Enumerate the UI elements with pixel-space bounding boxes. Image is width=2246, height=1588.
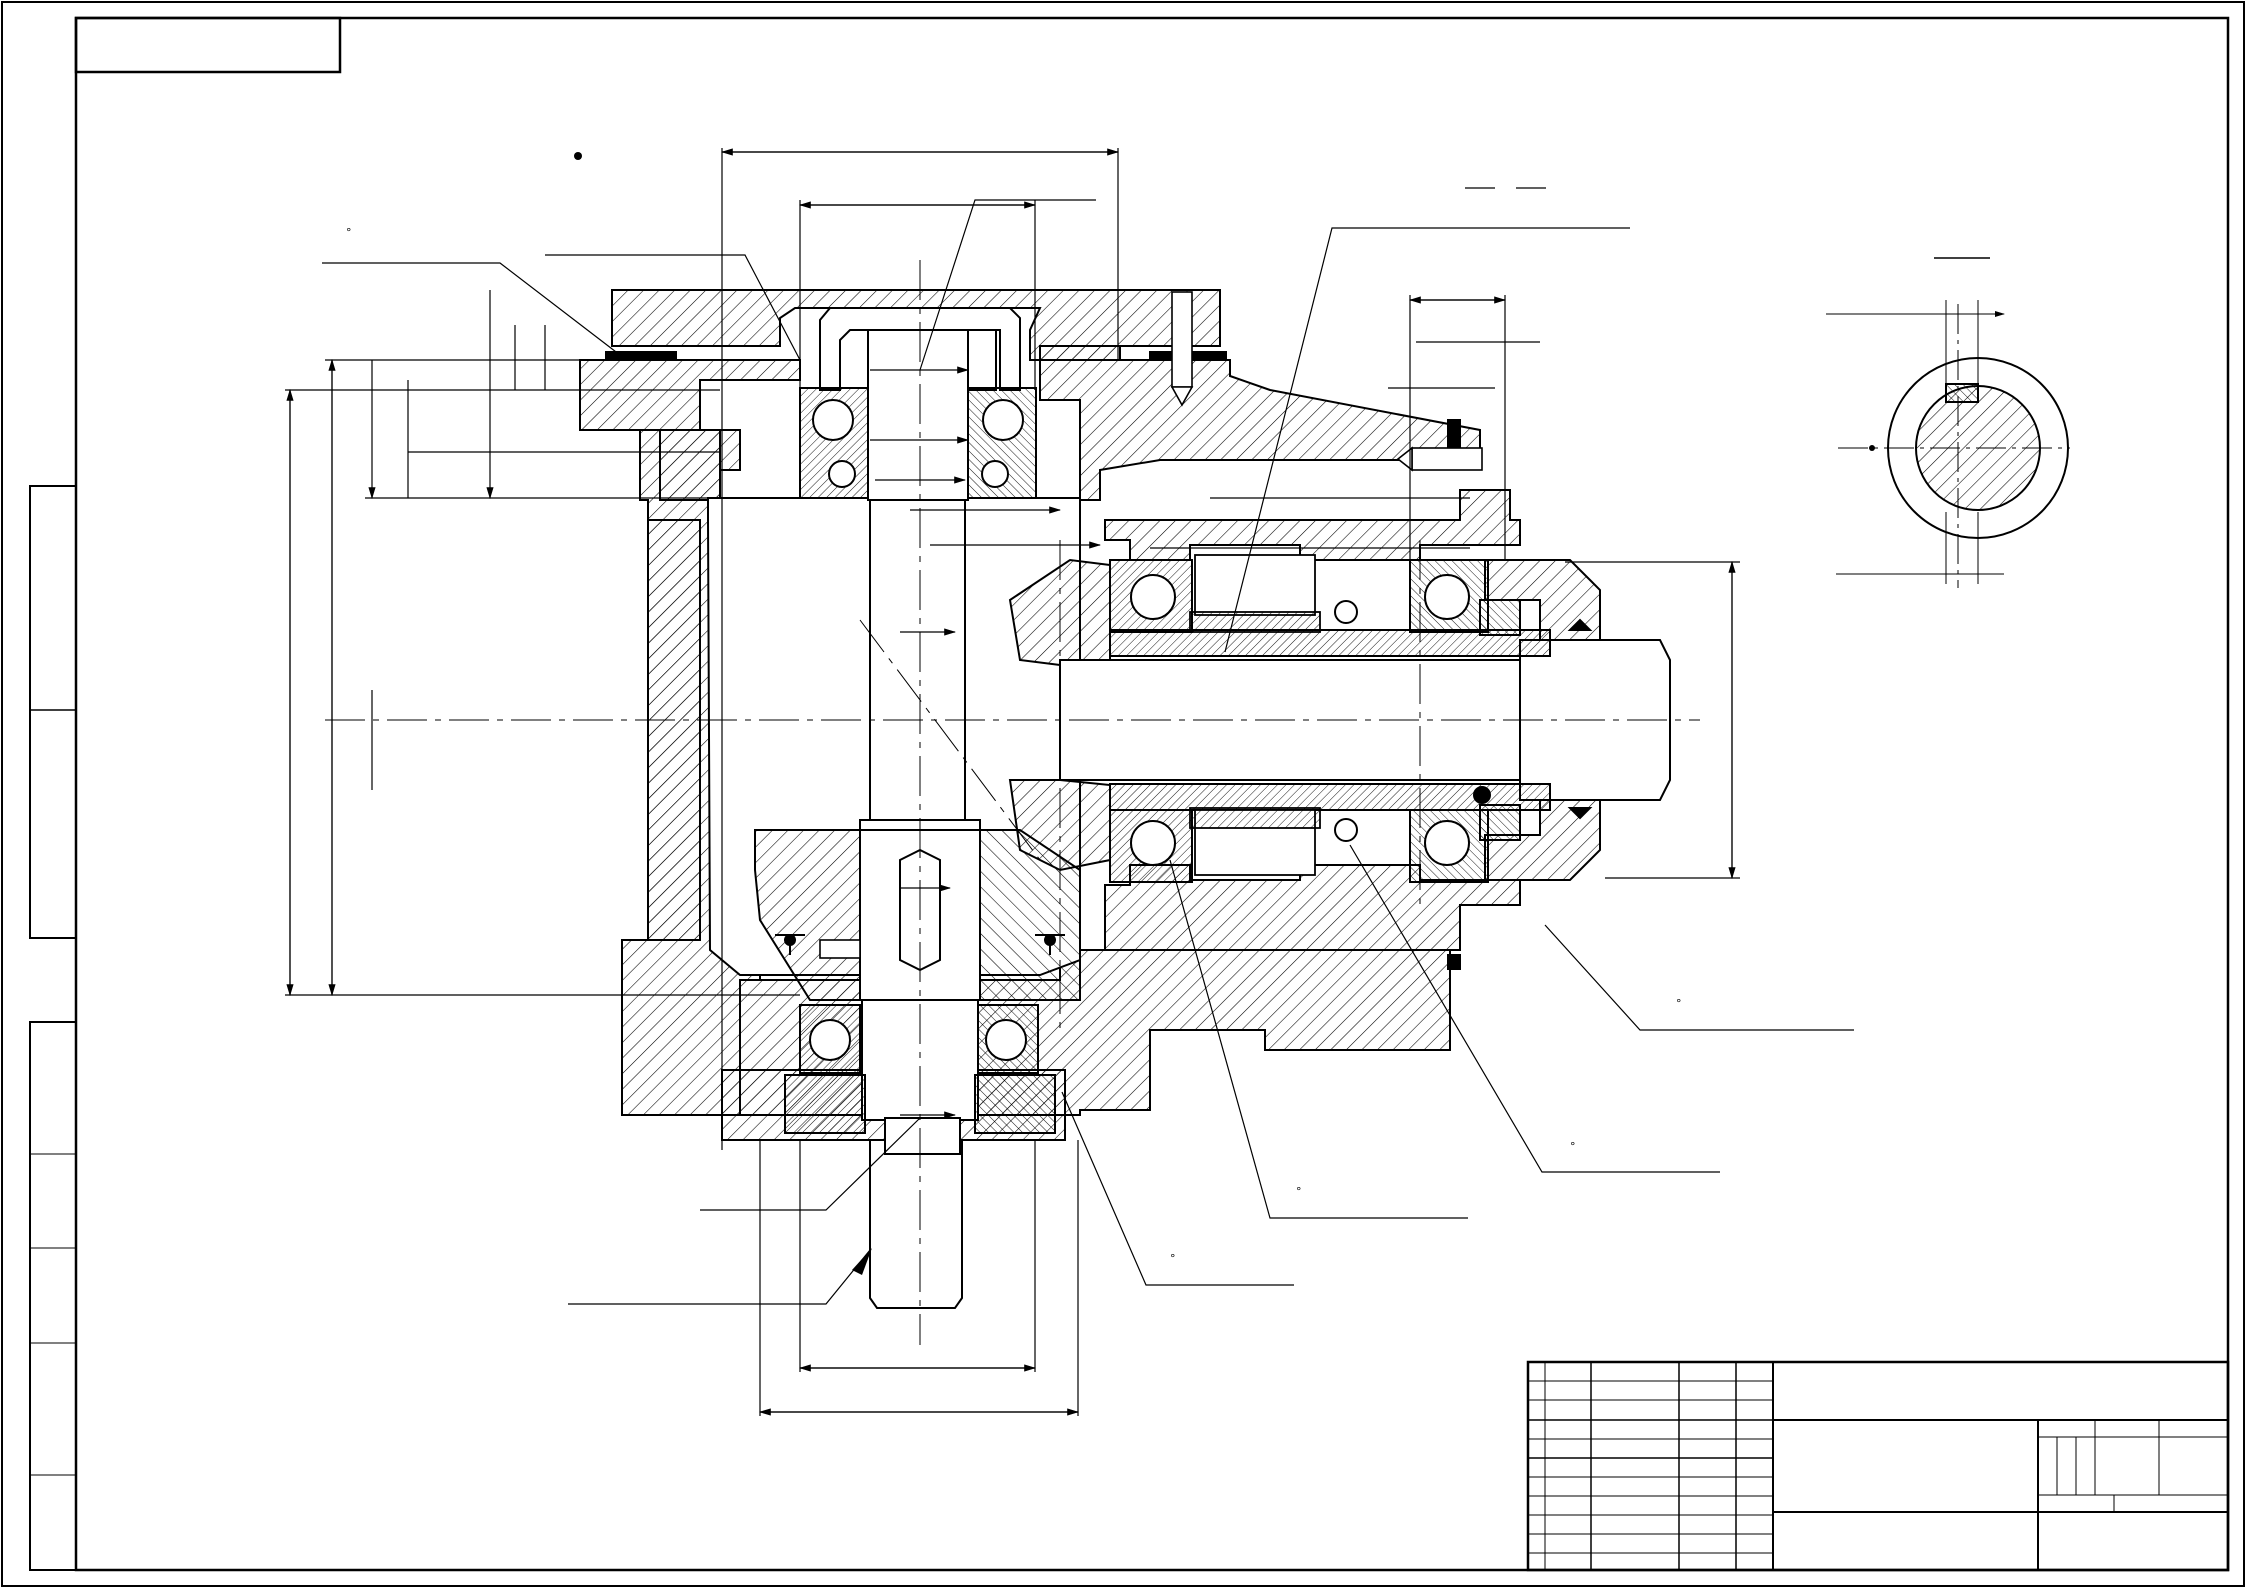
centre-lines (325, 260, 1700, 1345)
callout-label-e: ° (346, 226, 352, 239)
leader-lines (322, 187, 1854, 1305)
spacer-sleeves (1189, 554, 1321, 876)
shaft-key-section (1826, 257, 2070, 588)
callout-labels: ° ° ° ° ° (346, 226, 1682, 1265)
leader-arrow-icon (852, 1248, 872, 1275)
callout-label-a: ° (1676, 997, 1682, 1010)
callout-label-b: ° (1570, 1140, 1576, 1153)
dimension-lines (285, 148, 1740, 1416)
fasteners (819, 291, 1483, 959)
centre-mark-icon (574, 152, 1875, 451)
shaft-seals (605, 351, 1593, 1134)
roughness-mark-icon (775, 934, 1065, 955)
callout-label-c: ° (1296, 1185, 1302, 1198)
title-block (1526, 1360, 2230, 1572)
ball-bearings (799, 387, 1489, 1074)
vertical-shaft (859, 329, 981, 1309)
callout-label-d: ° (1170, 1252, 1176, 1265)
